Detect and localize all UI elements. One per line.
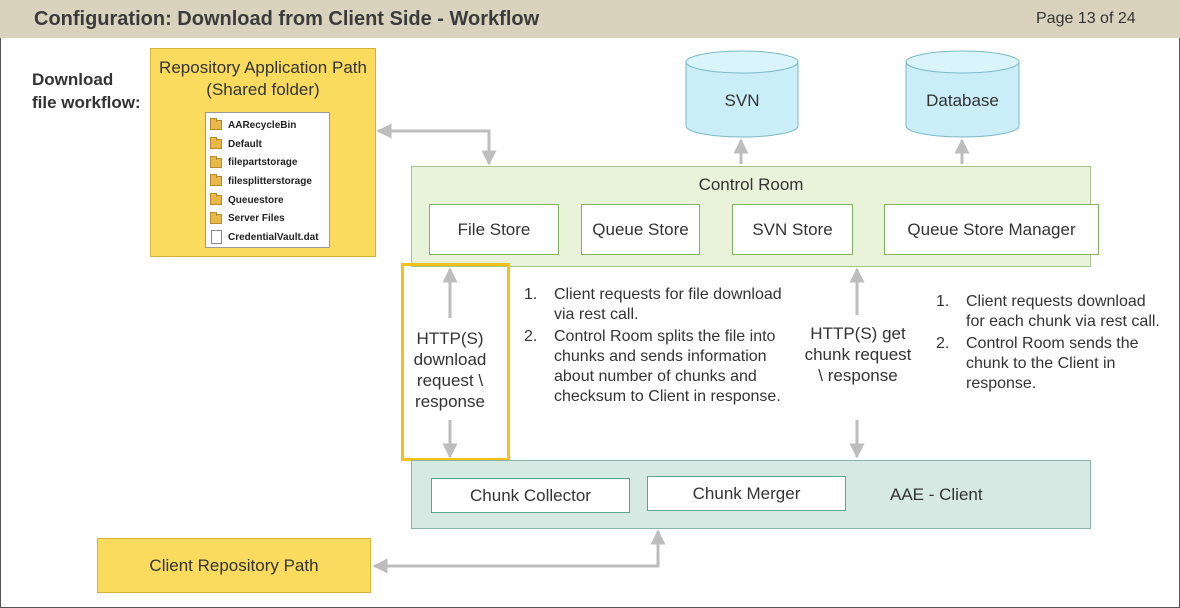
- chunk-collector-box: Chunk Collector: [431, 478, 630, 513]
- folder-item: filepartstorage: [210, 153, 329, 172]
- database-label: Database: [926, 91, 999, 110]
- step-item: 1. Client requests download for each chun…: [936, 292, 1161, 332]
- step-number: 2.: [936, 335, 950, 352]
- file-store-box: File Store: [429, 204, 559, 255]
- folder-item-label: CredentialVault.dat: [228, 231, 319, 243]
- http-download-label: HTTP(S) download request \ response: [413, 329, 487, 411]
- folder-item: CredentialVault.dat: [210, 228, 329, 247]
- svn-cylinder-icon: [685, 50, 799, 138]
- step-text: Control Room splits the file into chunks…: [554, 328, 781, 405]
- step-number: 2.: [524, 328, 538, 345]
- queue-store-box: Queue Store: [581, 204, 700, 255]
- folder-item-label: Default: [228, 138, 262, 150]
- arrow-client-repo-aae: [372, 529, 666, 574]
- database-cylinder-icon: [905, 50, 1020, 138]
- svn-store-box: SVN Store: [732, 204, 853, 255]
- steps-list-left: 1. Client requests for file download via …: [524, 285, 784, 409]
- client-repository-box: Client Repository Path: [97, 538, 371, 593]
- folder-icon: [210, 137, 222, 150]
- slide-title: Configuration: Download from Client Side…: [34, 8, 540, 30]
- http-highlight-frame: [401, 263, 510, 461]
- folder-item: Default: [210, 135, 329, 154]
- header-bar: [0, 0, 1180, 38]
- queue-store-manager-box: Queue Store Manager: [884, 204, 1099, 255]
- folder-item: AARecycleBin: [210, 116, 329, 135]
- step-item: 1. Client requests for file download via …: [524, 285, 784, 325]
- step-text: Client requests download for each chunk …: [966, 293, 1160, 330]
- folder-item-label: Queuestore: [228, 194, 284, 206]
- step-number: 1.: [936, 293, 950, 310]
- folder-icon: [210, 118, 222, 131]
- folder-item: Queuestore: [210, 191, 329, 210]
- http-chunk-label: HTTP(S) get chunk request \ response: [804, 324, 912, 385]
- step-number: 1.: [524, 286, 538, 303]
- folder-item-label: Server Files: [228, 213, 285, 225]
- folder-item-label: filesplitterstorage: [228, 175, 312, 187]
- folder-item: filesplitterstorage: [210, 172, 329, 191]
- file-icon: [211, 230, 222, 245]
- svn-label: SVN: [724, 91, 760, 110]
- folder-icon: [210, 174, 222, 187]
- folder-icon: [210, 211, 222, 224]
- folder-item: Server Files: [210, 209, 329, 228]
- aae-client-label: AAE - Client: [890, 485, 983, 504]
- chunk-merger-box: Chunk Merger: [647, 476, 846, 511]
- folder-icon: [210, 155, 222, 168]
- control-room-label: Control Room: [698, 175, 804, 194]
- page-number: Page 13 of 24: [1036, 10, 1136, 27]
- workflow-label: Download file workflow:: [32, 70, 141, 112]
- step-item: 2. Control Room sends the chunk to the Cl…: [936, 334, 1161, 394]
- step-text: Client requests for file download via re…: [554, 286, 782, 323]
- folder-icon: [210, 193, 222, 206]
- steps-list-right: 1. Client requests download for each chun…: [936, 292, 1161, 396]
- repository-title: Repository Application Path (Shared fold…: [159, 58, 367, 99]
- step-item: 2. Control Room splits the file into chun…: [524, 327, 784, 407]
- folder-item-label: AARecycleBin: [228, 119, 297, 131]
- arrow-repo-control-room: [376, 123, 497, 166]
- folder-item-label: filepartstorage: [228, 157, 298, 169]
- step-text: Control Room sends the chunk to the Clie…: [966, 335, 1139, 392]
